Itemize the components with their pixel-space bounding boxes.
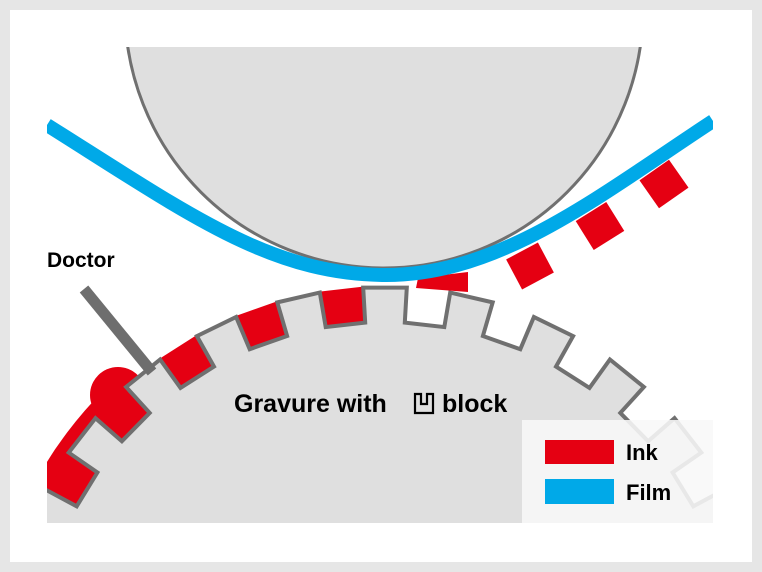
legend: Ink Film <box>545 440 671 505</box>
ink-cell <box>319 286 366 328</box>
legend-label-ink: Ink <box>626 440 659 465</box>
transferred-ink-dots <box>416 159 689 292</box>
transferred-ink-dot <box>506 242 554 290</box>
legend-box <box>522 420 713 523</box>
title-prefix: Gravure with <box>234 390 387 418</box>
ink-cell <box>235 301 288 350</box>
film-web <box>47 115 713 283</box>
cylinder-title: Gravure with block <box>234 390 507 418</box>
doctor-blade <box>79 285 157 376</box>
concave-glyph-icon <box>413 392 435 415</box>
transferred-ink-dot <box>575 202 625 250</box>
legend-swatch-ink <box>545 440 614 464</box>
transferred-ink-dot <box>639 159 689 209</box>
title-suffix: block <box>442 390 507 418</box>
legend-label-film: Film <box>626 480 671 505</box>
doctor-label: Doctor <box>47 249 115 272</box>
legend-swatch-film <box>545 479 614 504</box>
